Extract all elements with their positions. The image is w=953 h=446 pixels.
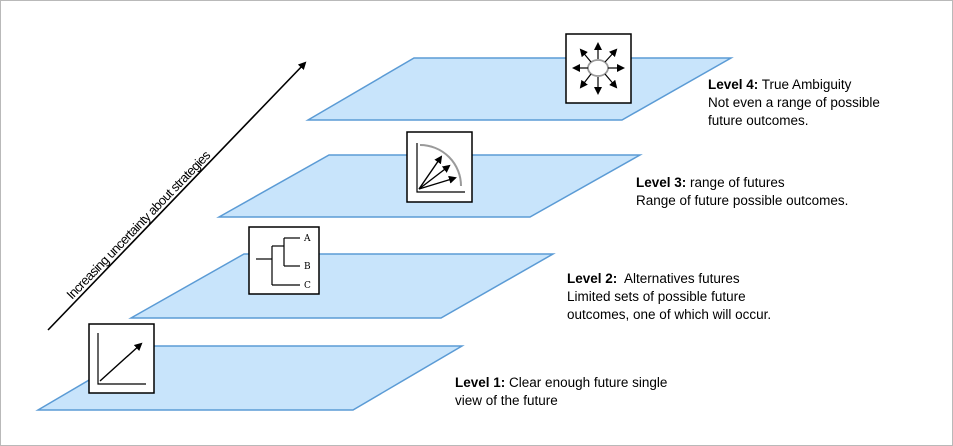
level-3-title: range of futures xyxy=(690,175,785,190)
level-1-name: Level 1: xyxy=(455,375,506,390)
level-3-description: Level 3: range of futures Range of futur… xyxy=(636,174,848,210)
level-4-line-2: future outcomes. xyxy=(708,113,809,128)
level-3-line-1: Range of future possible outcomes. xyxy=(636,193,849,208)
uncertainty-axis-arrow xyxy=(47,61,307,331)
trend-arrow-icon xyxy=(88,323,155,394)
level-1-title: Clear enough future single xyxy=(509,375,668,390)
level-3-name: Level 3: xyxy=(636,175,687,190)
uncertainty-axis-label: Increasing uncertainty about strategies xyxy=(63,147,213,302)
level-4-line-1: Not even a range of possible xyxy=(708,95,880,110)
level-4-title: True Ambiguity xyxy=(761,77,852,92)
level-2-title: Alternatives futures xyxy=(624,271,740,286)
branch-label-b: B xyxy=(304,262,311,272)
level-2-plane xyxy=(128,253,556,319)
level-4-description: Level 4: True Ambiguity Not even a range… xyxy=(708,76,880,130)
level-1-description: Level 1: Clear enough future single view… xyxy=(455,374,667,410)
range-arc-icon xyxy=(406,131,473,203)
level-4-plane xyxy=(305,57,734,121)
branch-label-c: C xyxy=(304,281,311,291)
level-1-line-1: view of the future xyxy=(455,393,558,408)
level-2-line-1: Limited sets of possible future xyxy=(567,289,746,304)
level-4-name: Level 4: xyxy=(708,77,759,92)
level-2-description: Level 2: Alternatives futures Limited se… xyxy=(567,270,771,324)
starburst-icon xyxy=(565,33,632,104)
branch-label-a: A xyxy=(303,234,311,244)
level-2-line-2: outcomes, one of which will occur. xyxy=(567,307,772,322)
decision-tree-icon: A B C xyxy=(248,226,320,295)
level-2-name: Level 2: xyxy=(567,271,618,286)
